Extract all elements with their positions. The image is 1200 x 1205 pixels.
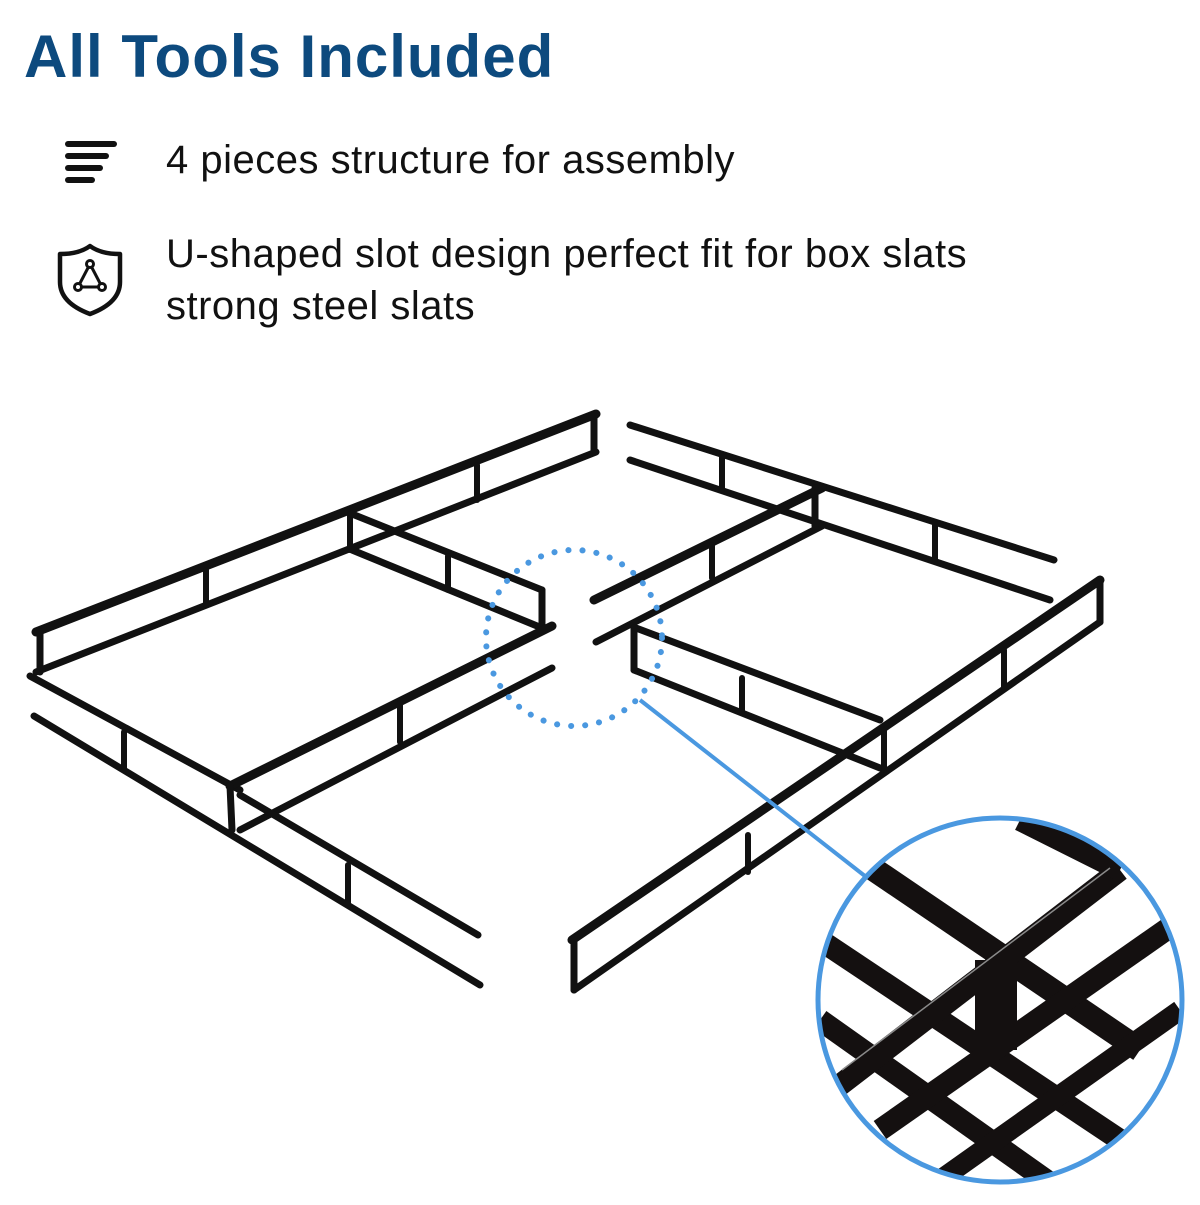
page-title: All Tools Included [24,23,555,90]
highlight-callout [483,547,872,882]
stacked-bars-icon [62,138,120,195]
joint-detail-magnifier [815,815,1185,1185]
feature-text: 4 pieces structure for assembly [166,138,736,182]
left-frame-pieces [26,409,601,989]
feature-text: U-shaped slot design perfect fit for box… [166,232,968,328]
bed-frame-illustration [0,380,1200,1200]
shield-triangle-icon [52,242,128,323]
right-frame-pieces [567,421,1105,994]
